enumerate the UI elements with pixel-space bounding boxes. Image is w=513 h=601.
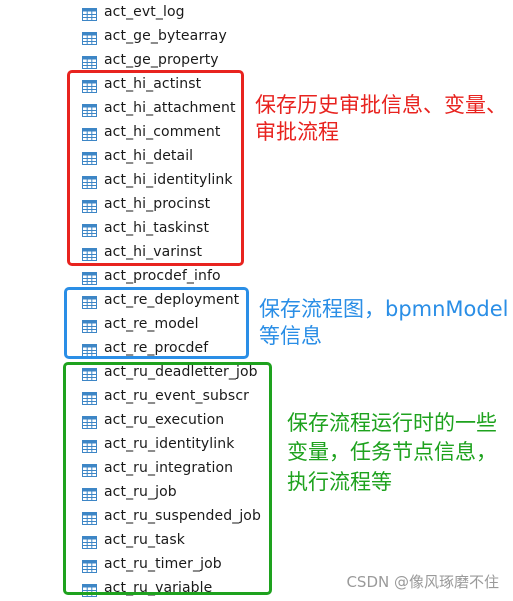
table-name: act_re_model xyxy=(104,316,199,332)
table-icon xyxy=(82,150,97,165)
table-name: act_hi_detail xyxy=(104,148,194,164)
table-row[interactable]: act_evt_log xyxy=(82,0,272,24)
table-name: act_evt_log xyxy=(104,4,185,20)
watermark: CSDN @像风琢磨不住 xyxy=(346,573,499,591)
table-name: act_re_deployment xyxy=(104,292,240,308)
table-row[interactable]: act_hi_attachment xyxy=(82,96,272,120)
repository-tables-highlight xyxy=(64,287,249,359)
table-icon xyxy=(82,486,97,501)
table-icon xyxy=(82,366,97,381)
table-icon xyxy=(82,174,97,189)
table-name: act_hi_taskinst xyxy=(104,220,210,236)
table-icon xyxy=(82,390,97,405)
table-row[interactable]: act_re_deployment xyxy=(82,288,272,312)
table-row[interactable]: act_ru_event_subscr xyxy=(82,384,272,408)
table-icon xyxy=(82,78,97,93)
table-icon xyxy=(82,102,97,117)
table-row[interactable]: act_ru_integration xyxy=(82,456,272,480)
history-annotation: 保存历史审批信息、变量、审批流程 xyxy=(255,93,507,144)
table-icon xyxy=(82,30,97,45)
table-row[interactable]: act_hi_actinst xyxy=(82,72,272,96)
table-name: act_ru_variable xyxy=(104,580,213,596)
table-name: act_ru_timer_job xyxy=(104,556,222,572)
table-icon xyxy=(82,510,97,525)
table-row[interactable]: act_ge_property xyxy=(82,48,272,72)
table-icon xyxy=(82,126,97,141)
table-icon xyxy=(82,558,97,573)
table-name: act_procdef_info xyxy=(104,268,221,284)
table-icon xyxy=(82,246,97,261)
table-icon xyxy=(82,318,97,333)
table-name: act_ru_identitylink xyxy=(104,436,235,452)
table-name: act_hi_attachment xyxy=(104,100,236,116)
table-row[interactable]: act_ge_bytearray xyxy=(82,24,272,48)
table-row[interactable]: act_ru_suspended_job xyxy=(82,504,272,528)
table-icon xyxy=(82,342,97,357)
table-row[interactable]: act_ru_identitylink xyxy=(82,432,272,456)
repository-annotation: 保存流程图，bpmnModel等信息 xyxy=(259,297,509,348)
table-name: act_ge_bytearray xyxy=(104,28,227,44)
table-icon xyxy=(82,294,97,309)
table-row[interactable]: act_procdef_info xyxy=(82,264,272,288)
table-icon xyxy=(82,414,97,429)
table-icon xyxy=(82,438,97,453)
table-row[interactable]: act_ru_timer_job xyxy=(82,552,272,576)
table-name: act_hi_comment xyxy=(104,124,221,140)
table-row[interactable]: act_ru_task xyxy=(82,528,272,552)
table-row[interactable]: act_hi_taskinst xyxy=(82,216,272,240)
runtime-annotation: 保存流程运行时的一些变量，任务节点信息，执行流程等 xyxy=(287,411,497,494)
table-row[interactable]: act_ru_job xyxy=(82,480,272,504)
history-tables-highlight xyxy=(67,70,244,266)
table-icon xyxy=(82,54,97,69)
table-row[interactable]: act_hi_detail xyxy=(82,144,272,168)
table-row[interactable]: act_hi_comment xyxy=(82,120,272,144)
table-name: act_hi_procinst xyxy=(104,196,211,212)
table-icon xyxy=(82,270,97,285)
table-name: act_ru_deadletter_job xyxy=(104,364,258,380)
table-name: act_ru_execution xyxy=(104,412,225,428)
table-name: act_ru_task xyxy=(104,532,185,548)
table-name: act_hi_actinst xyxy=(104,76,202,92)
table-icon xyxy=(82,534,97,549)
table-name: act_ru_suspended_job xyxy=(104,508,261,524)
table-name: act_re_procdef xyxy=(104,340,209,356)
table-name: act_hi_varinst xyxy=(104,244,203,260)
table-name: act_ru_event_subscr xyxy=(104,388,249,404)
table-icon xyxy=(82,222,97,237)
table-row[interactable]: act_hi_identitylink xyxy=(82,168,272,192)
table-name: act_ru_integration xyxy=(104,460,234,476)
table-name: act_ru_job xyxy=(104,484,177,500)
runtime-tables-highlight xyxy=(63,362,272,595)
table-row[interactable]: act_re_procdef xyxy=(82,336,272,360)
table-icon xyxy=(82,198,97,213)
table-icon xyxy=(82,462,97,477)
table-row[interactable]: act_hi_varinst xyxy=(82,240,272,264)
table-row[interactable]: act_hi_procinst xyxy=(82,192,272,216)
table-name: act_hi_identitylink xyxy=(104,172,233,188)
table-name: act_ge_property xyxy=(104,52,219,68)
table-row[interactable]: act_ru_execution xyxy=(82,408,272,432)
table-row[interactable]: act_ru_deadletter_job xyxy=(82,360,272,384)
table-icon xyxy=(82,6,97,21)
table-row[interactable]: act_re_model xyxy=(82,312,272,336)
